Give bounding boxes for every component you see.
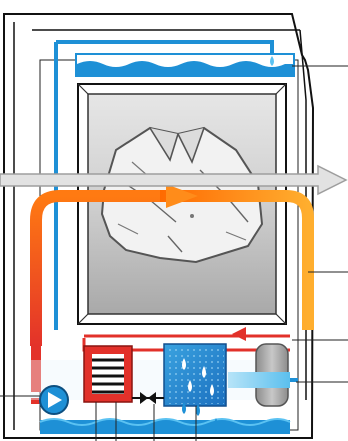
cooling-air-pipe [228,372,298,388]
top-water-container [54,40,295,330]
warm-air-loop [30,184,314,346]
leader-lines [0,65,348,441]
hot-air-arrowhead [166,184,198,208]
fan [39,385,69,415]
condenser [83,345,133,403]
bottom-water-tank [39,402,291,434]
bottom-circuit [30,327,290,404]
heat-exchanger [163,343,227,407]
drip-droplet [270,56,274,66]
airflow-arrow [0,164,348,196]
expansion-valve [132,392,164,404]
